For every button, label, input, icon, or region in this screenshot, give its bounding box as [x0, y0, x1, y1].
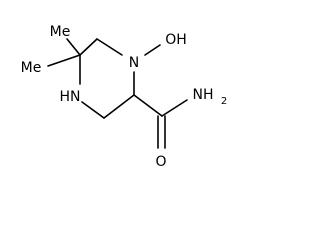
label-me-left: Me — [21, 60, 42, 76]
bond-ring-c2-c3 — [103, 94, 135, 119]
label-hn-ring: HN — [60, 89, 81, 105]
bond-ring-c5-c6-upper — [79, 38, 98, 56]
bond-c5-me-top — [66, 38, 81, 56]
bond-carbonyl-nh2 — [161, 99, 188, 117]
bond-c5-me-left — [47, 54, 81, 67]
chemical-structure: Me Me N OH HN O NH 2 — [21, 24, 228, 170]
label-n-hydroxyl: N — [129, 55, 139, 71]
label-me-top: Me — [50, 24, 71, 40]
label-o-carbonyl: O — [155, 154, 166, 170]
label-oh: OH — [165, 32, 187, 48]
bond-c2-carbonyl — [133, 94, 163, 117]
label-nh2: NH — [193, 87, 214, 103]
bond-ring-c3-n4 — [81, 101, 105, 119]
bond-n1-oh — [144, 44, 161, 56]
bond-ring-c5-c6 — [96, 38, 123, 56]
label-nh2-subscript: 2 — [221, 96, 227, 107]
